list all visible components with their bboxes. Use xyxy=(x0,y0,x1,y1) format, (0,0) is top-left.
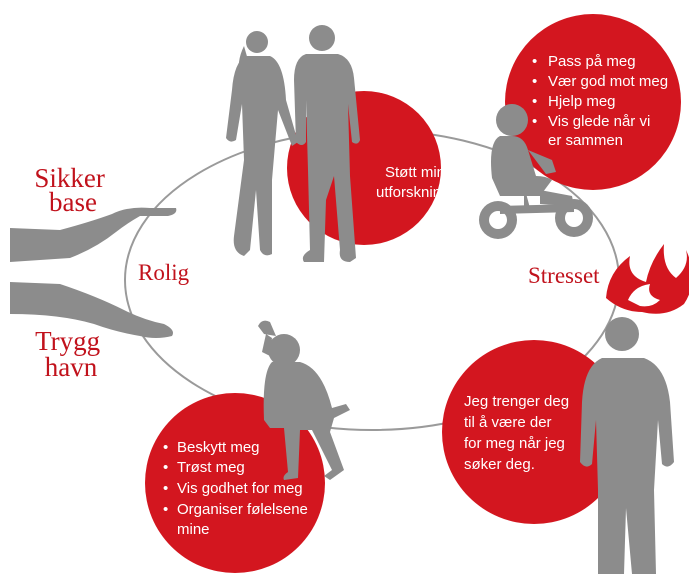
parent-need-line: søker deg. xyxy=(464,456,535,473)
toddler-reaching-icon xyxy=(258,320,350,480)
needs-top-item-continued: er sammen xyxy=(548,132,623,149)
stressed-label: Stresset xyxy=(528,263,600,288)
needs-top-list: • Pass på meg • Vær god mot meg • Hjelp … xyxy=(532,53,668,149)
needs-bottom-item: Beskytt meg xyxy=(177,439,260,456)
needs-bottom-circle xyxy=(145,393,325,573)
secure-base-line: Sikker xyxy=(34,163,105,193)
needs-top-circle xyxy=(505,14,681,190)
safe-haven-line: Trygg xyxy=(35,326,100,356)
explore-line: Støtt min xyxy=(385,164,445,181)
bullet-icon: • xyxy=(532,113,537,130)
safe-haven-label: Trygg havn xyxy=(35,326,107,382)
parent-need-line: til å være der xyxy=(464,414,552,431)
safe-haven-line: havn xyxy=(45,352,98,382)
couple-silhouette-icon xyxy=(226,25,360,262)
parent-need-text: Jeg trenger deg til å være der for meg n… xyxy=(464,393,573,473)
child-on-tricycle-icon xyxy=(479,104,593,239)
needs-bottom-list: • Beskytt meg • Trøst meg • Vis godhet f… xyxy=(163,439,308,538)
bullet-icon: • xyxy=(532,53,537,70)
needs-top-item: Vær god mot meg xyxy=(548,73,668,90)
bullet-icon: • xyxy=(532,73,537,90)
needs-top-item: Vis glede når vi xyxy=(548,113,650,130)
needs-bottom-item: Vis godhet for meg xyxy=(177,480,303,497)
calm-label: Rolig xyxy=(138,260,190,285)
secure-base-label: Sikker base xyxy=(34,163,111,217)
secure-base-line: base xyxy=(49,187,97,217)
bullet-icon: • xyxy=(532,93,537,110)
needs-bottom-item: Organiser følelsene xyxy=(177,501,308,518)
needs-bottom-item: Trøst meg xyxy=(177,459,245,476)
bullet-icon: • xyxy=(163,480,168,497)
needs-top-item: Hjelp meg xyxy=(548,93,616,110)
bullet-icon: • xyxy=(163,501,168,518)
explore-circle-text: Støtt min utforskning xyxy=(376,164,449,201)
bullet-icon: • xyxy=(163,459,168,476)
needs-top-item: Pass på meg xyxy=(548,53,636,70)
parent-need-circle xyxy=(442,340,626,524)
flame-icon xyxy=(606,244,689,314)
man-silhouette-icon xyxy=(580,317,674,574)
parent-need-line: for meg når jeg xyxy=(464,435,565,452)
needs-bottom-item-continued: mine xyxy=(177,521,210,538)
parent-need-line: Jeg trenger deg xyxy=(464,393,569,410)
explore-line: utforskning xyxy=(376,184,449,201)
lower-hand-icon xyxy=(10,282,173,338)
upper-hand-icon xyxy=(10,207,177,262)
bullet-icon: • xyxy=(163,439,168,456)
